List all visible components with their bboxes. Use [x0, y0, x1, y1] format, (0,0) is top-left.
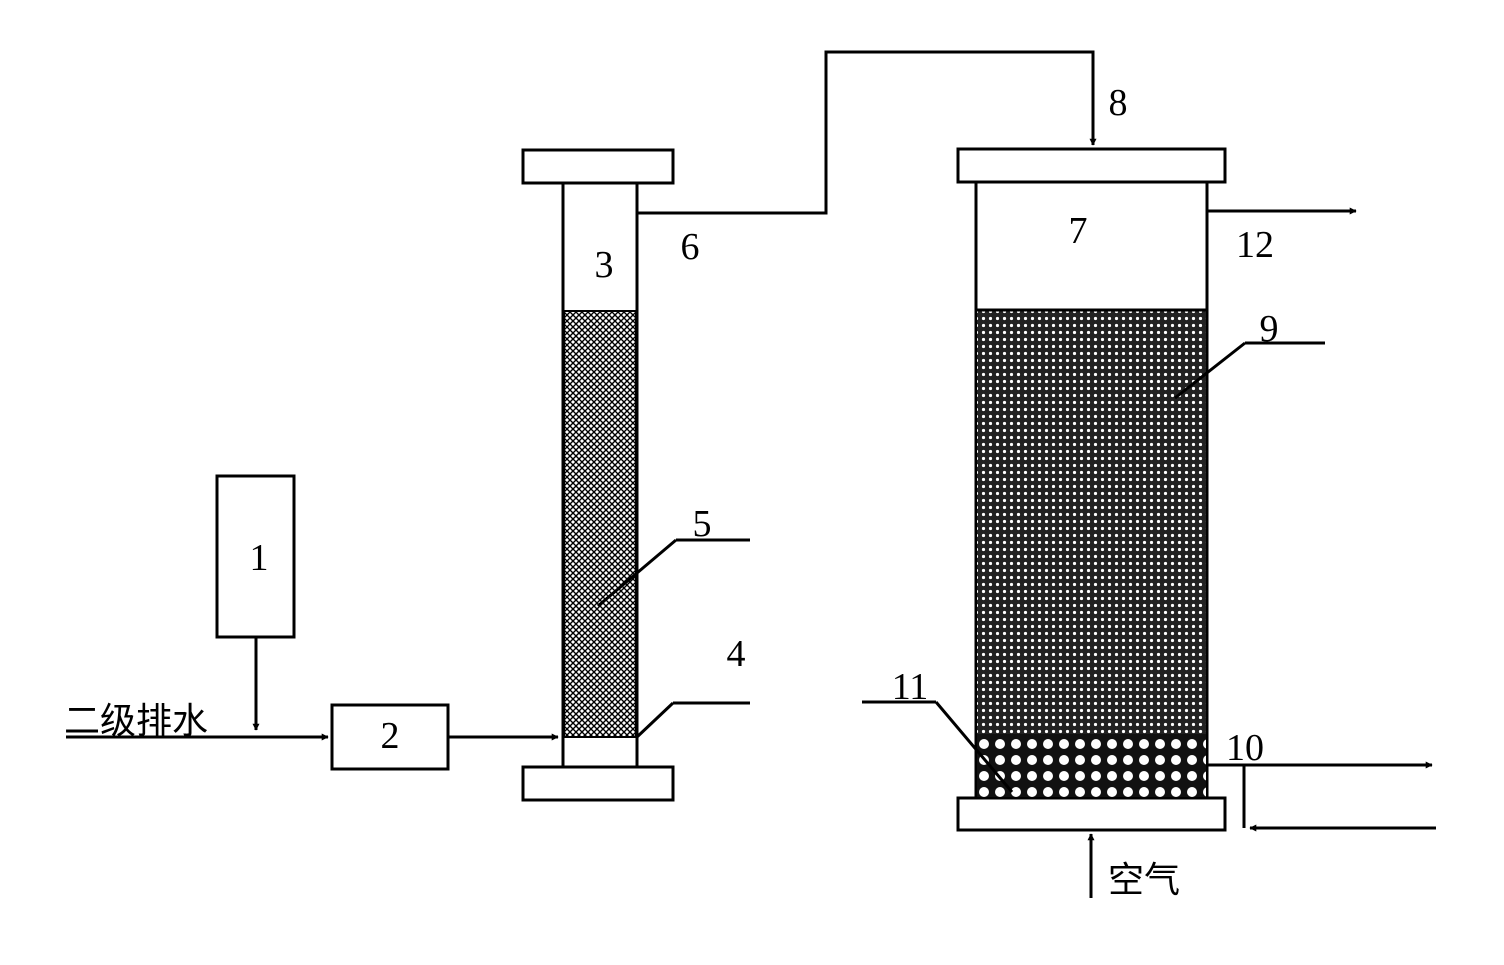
- reactor-top-flange: [956, 147, 1227, 184]
- second-reactor: 7: [956, 147, 1227, 832]
- reactor-bottom-flange: [956, 796, 1227, 832]
- mixer-box: 2: [330, 703, 450, 771]
- label-2: 2: [381, 715, 400, 757]
- inlet-label: 二级排水: [64, 701, 208, 742]
- label-12: 12: [1236, 224, 1274, 266]
- transfer-pipe: [637, 50, 1097, 215]
- leader-4-diag: [635, 701, 675, 739]
- label-4: 4: [727, 633, 746, 675]
- label-3: 3: [595, 244, 614, 286]
- first-column-media: [563, 310, 637, 738]
- label-1: 1: [250, 537, 269, 579]
- leader-9-diag: [1174, 341, 1246, 400]
- first-column: 3: [521, 148, 675, 802]
- first-column-top-flange: [521, 148, 675, 185]
- leader-5-diag: [597, 538, 677, 608]
- label-11: 11: [892, 666, 929, 708]
- first-column-bottom-flange: [521, 765, 675, 802]
- label-5: 5: [693, 503, 712, 545]
- label-9: 9: [1260, 308, 1279, 350]
- dosing-tank: 1: [215, 474, 296, 639]
- label-10: 10: [1226, 727, 1264, 769]
- leader-11-diag: [934, 701, 1014, 793]
- label-6: 6: [681, 226, 700, 268]
- reactor-media: [977, 310, 1206, 734]
- reactor-support-layer: [977, 734, 1206, 797]
- label-8: 8: [1109, 82, 1128, 124]
- label-7: 7: [1069, 210, 1088, 252]
- air-label: 空气: [1108, 860, 1180, 901]
